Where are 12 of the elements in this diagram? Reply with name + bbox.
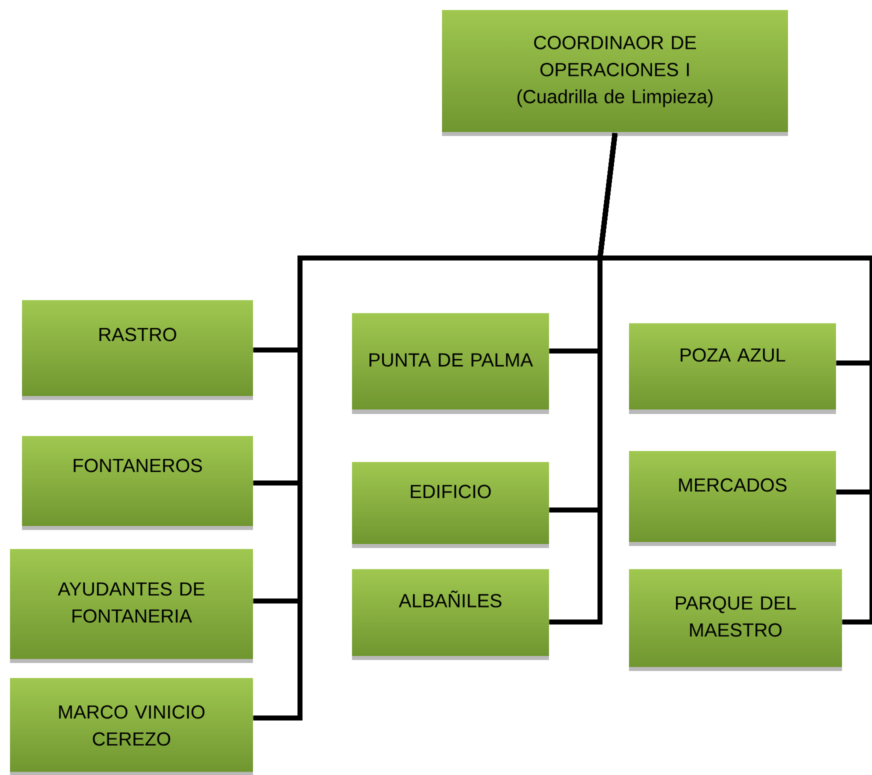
org-box: MARCO VINICIO CEREZO [10, 678, 253, 775]
org-box: PUNTA DE PALMA [352, 313, 549, 414]
org-box: RASTRO [22, 300, 253, 400]
org-box: POZA AZUL [629, 323, 836, 414]
connector-line [597, 132, 872, 624]
org-box: PARQUE DEL MAESTRO [629, 569, 842, 671]
org-box: COORDINAOR DE OPERACIONES I (Cuadrilla de Limpieza) [442, 10, 788, 136]
org-box: AYUDANTES DE FONTANERIA [10, 549, 253, 663]
org-box: ALBAÑILES [352, 569, 549, 660]
org-box: FONTANEROS [22, 436, 253, 530]
org-box: EDIFICIO [352, 462, 549, 548]
org-box: MERCADOS [629, 451, 836, 546]
